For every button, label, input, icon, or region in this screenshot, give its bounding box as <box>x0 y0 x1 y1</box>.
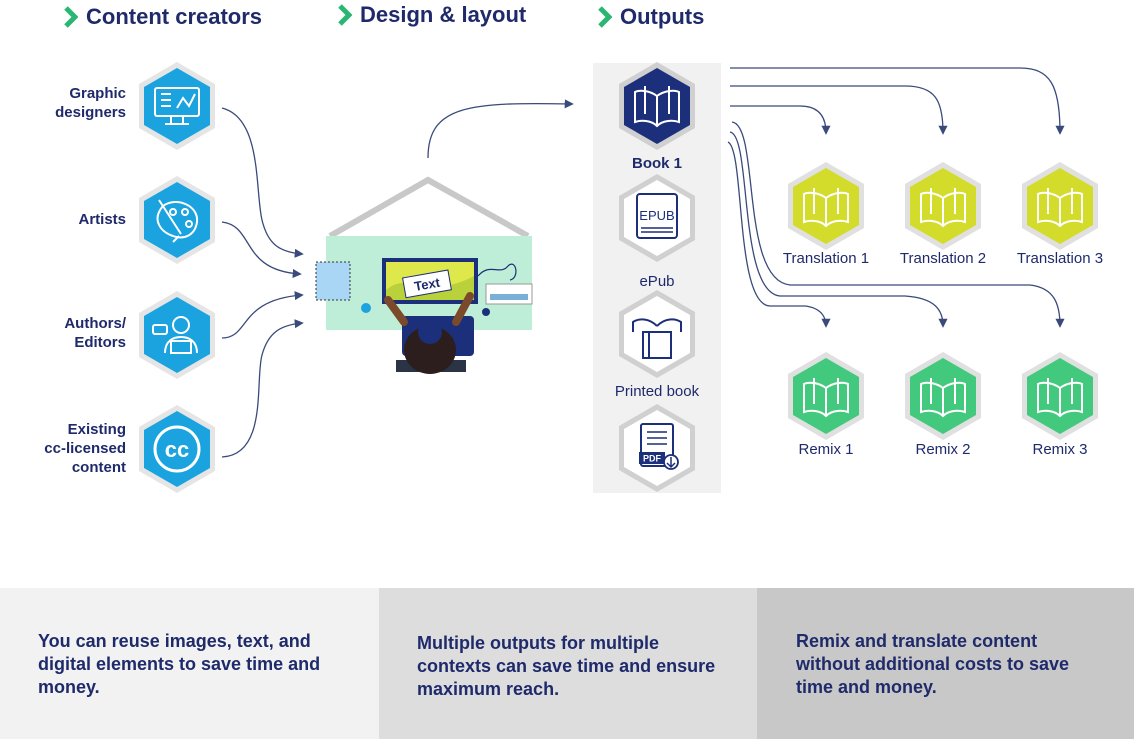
connector-design-to-outputs <box>427 99 574 159</box>
open-book-icon <box>920 188 966 228</box>
svg-text:cc: cc <box>165 437 189 462</box>
remix-hex-1 <box>788 352 864 440</box>
translation-label-2: Translation 2 <box>899 250 987 267</box>
creator-hex-cc-content: cc <box>139 405 215 493</box>
creator-label-graphic-designers: Graphic designers <box>55 85 126 121</box>
output-hex-printed-book <box>619 290 695 378</box>
author-laptop-icon <box>152 316 198 354</box>
creator-label-artists: Artists <box>78 211 126 228</box>
bottom-text-remix: Remix and translate content without addi… <box>796 631 1070 697</box>
translation-label-3: Translation 3 <box>1016 250 1104 267</box>
remix-hex-3 <box>1022 352 1098 440</box>
creator-hex-authors <box>139 291 215 379</box>
open-book-icon <box>1037 378 1083 418</box>
output-label-book-1: Book 1 <box>631 155 682 172</box>
open-book-icon <box>920 378 966 418</box>
open-book-icon <box>1037 188 1083 228</box>
creator-label-authors-editors: Authors/ Editors <box>64 315 126 351</box>
bottom-text-reuse: You can reuse images, text, and digital … <box>38 631 321 697</box>
open-book-icon <box>634 86 680 128</box>
connector-remix-1 <box>727 141 831 328</box>
heading-label: Content creators <box>86 4 263 29</box>
illustration-text-label: Text <box>413 275 442 294</box>
connector-translation-1 <box>730 105 831 135</box>
output-connectors <box>727 67 1065 328</box>
connector-artists <box>221 221 302 279</box>
connector-translation-2 <box>730 85 948 135</box>
diagram-canvas: cc Text <box>139 62 1098 493</box>
bottom-panel-outputs: Multiple outputs for multiple contexts c… <box>379 588 757 739</box>
heading-content-creators: Content creators <box>64 4 262 30</box>
open-book-icon <box>803 378 849 418</box>
remix-label-1: Remix 1 <box>798 441 854 458</box>
output-hex-book-1 <box>619 62 695 150</box>
creator-hex-artists <box>139 176 215 264</box>
chevron-right-icon <box>338 4 352 26</box>
heading-label: Design & layout <box>360 2 527 27</box>
translation-label-1: Translation 1 <box>782 250 870 267</box>
printed-book-icon <box>632 318 682 359</box>
bottom-panel-reuse: You can reuse images, text, and digital … <box>0 588 379 739</box>
bottom-panel-remix: Remix and translate content without addi… <box>757 588 1134 739</box>
palette-brush-icon <box>156 199 199 243</box>
designer-at-board-icon: Text <box>315 176 533 374</box>
heading-outputs: Outputs <box>598 4 704 30</box>
pdf-icon-text: PDF <box>643 454 662 464</box>
remix-hex-2 <box>905 352 981 440</box>
remix-label-3: Remix 3 <box>1032 441 1088 458</box>
connector-graphic-designers <box>221 107 304 258</box>
cc-license-icon: cc <box>153 425 201 473</box>
connector-authors <box>221 291 304 339</box>
bottom-text-outputs: Multiple outputs for multiple contexts c… <box>417 633 716 699</box>
connector-cc-content <box>221 319 304 458</box>
output-label-printed-book: Printed book <box>614 383 700 400</box>
connector-remix-3 <box>731 121 1065 328</box>
chevron-right-icon <box>598 6 612 28</box>
output-hex-epub: EPUB <box>619 174 695 262</box>
heading-design-layout: Design & layout <box>338 2 526 28</box>
translation-hex-2 <box>905 162 981 250</box>
output-hex-pdf: PDF <box>619 404 695 492</box>
open-book-icon <box>803 188 849 228</box>
output-label-epub: ePub <box>639 273 675 290</box>
epub-icon-text: EPUB <box>639 208 674 223</box>
creator-label-cc-content: Existing cc-licensed content <box>44 421 126 476</box>
translation-hex-1 <box>788 162 864 250</box>
heading-label: Outputs <box>620 4 705 29</box>
remix-label-2: Remix 2 <box>915 441 971 458</box>
translation-hex-3 <box>1022 162 1098 250</box>
creator-hex-graphic-designers <box>139 62 215 150</box>
creator-connectors <box>221 99 574 458</box>
pdf-download-icon: PDF <box>639 423 679 470</box>
connector-remix-2 <box>729 131 948 328</box>
monitor-design-icon <box>154 87 200 125</box>
chevron-right-icon <box>64 6 78 28</box>
epub-icon: EPUB <box>636 193 678 239</box>
connector-translation-3 <box>730 67 1065 135</box>
